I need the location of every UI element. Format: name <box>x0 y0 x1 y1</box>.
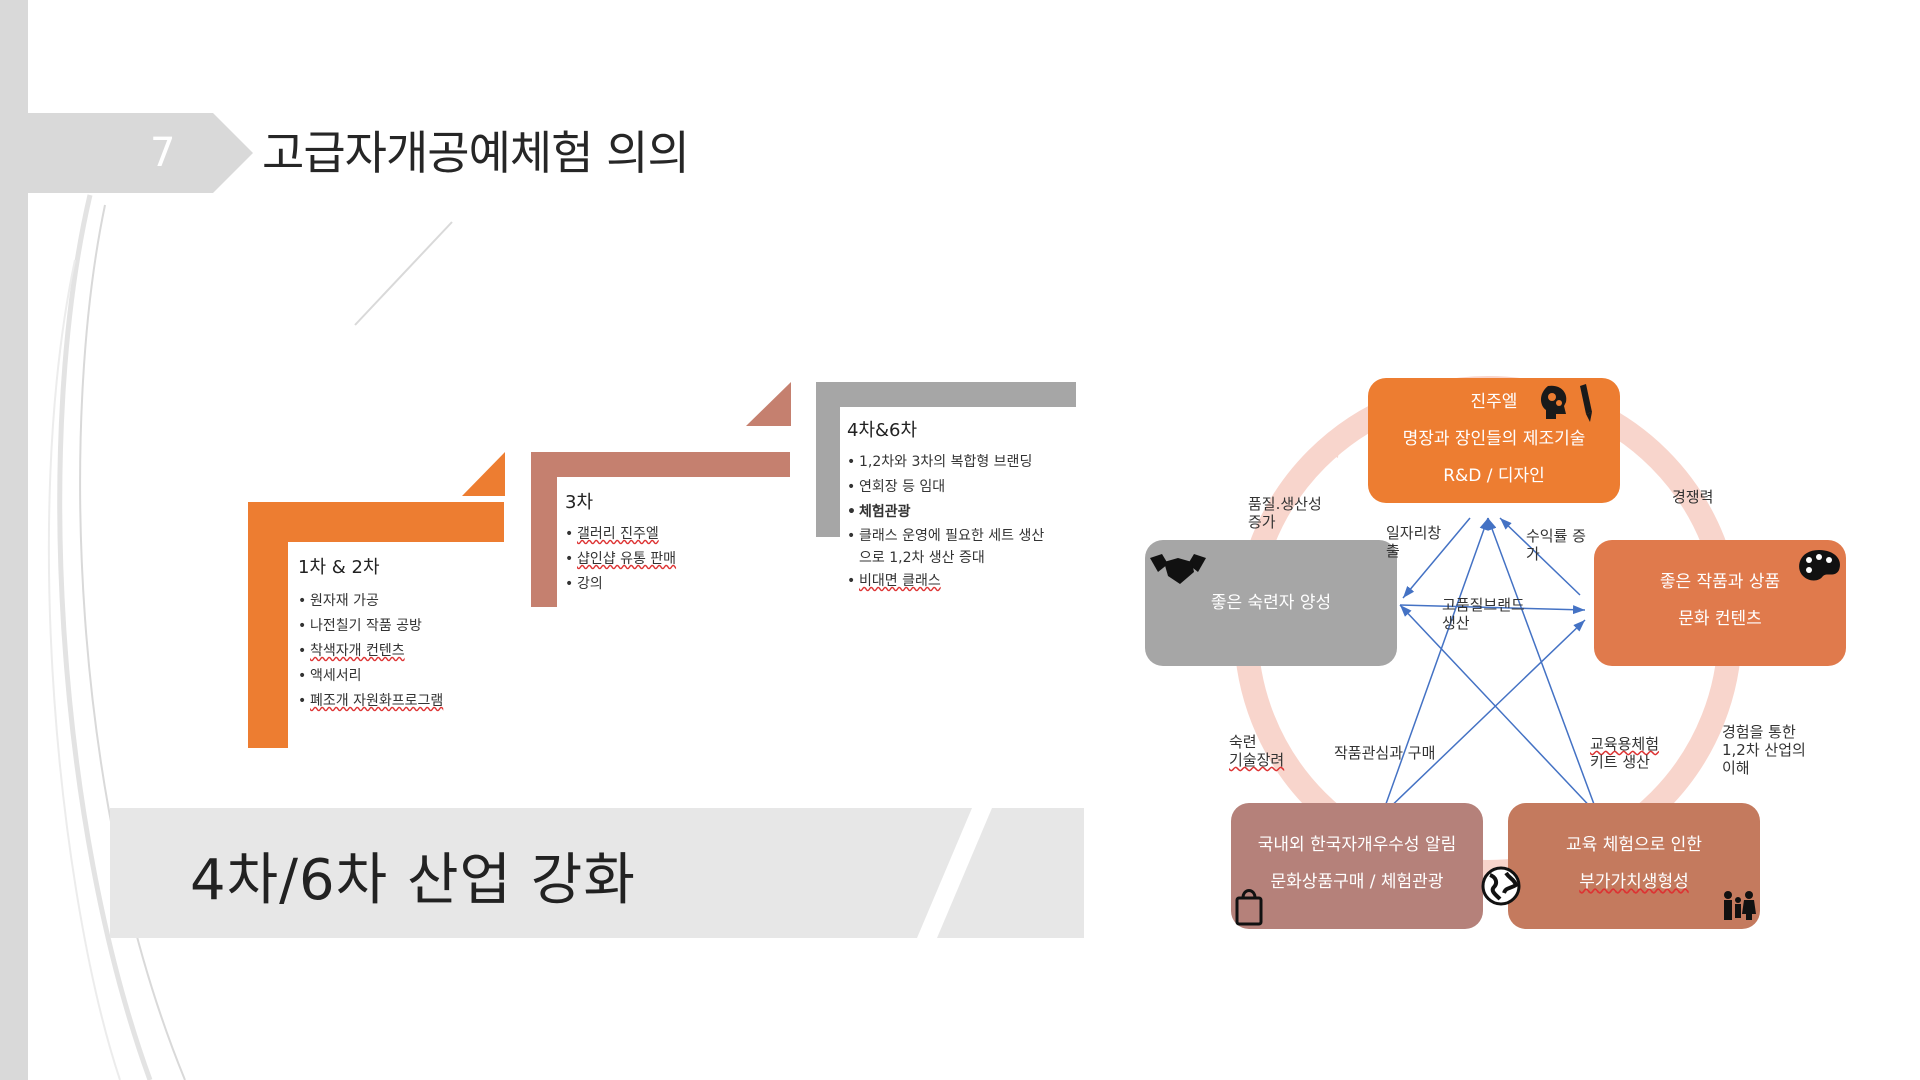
head-gears-icon <box>1541 385 1567 419</box>
step-2-item: 샵인샵 유통 판매 <box>565 547 765 572</box>
step-2-title: 3차 <box>565 492 594 513</box>
node-pearl-el-line1: 명장과 장인들의 제조기술 <box>1402 429 1586 449</box>
label-brand: 고품질브랜드 생산 <box>1442 596 1525 632</box>
label-kit-line: 교육용체험 <box>1590 735 1660 753</box>
node-education-value-line2: 부가가치생형성 <box>1579 872 1689 892</box>
left-accent-bar <box>0 0 28 1080</box>
handshake-icon <box>1150 554 1206 584</box>
step-3-item: 비대면 클래스 <box>847 569 1087 594</box>
label-interest-line: 작품관심과 구매 <box>1334 744 1436 762</box>
palette-icon <box>1799 550 1841 581</box>
page-number-tag <box>28 113 253 193</box>
label-experience: 경험을 통한 1,2차 산업의 이해 <box>1722 723 1806 777</box>
label-jobs: 일자리창 출 <box>1386 524 1441 560</box>
node-promotion-line2: 문화상품구매 / 체험관광 <box>1270 872 1444 892</box>
step-1-title: 1차 & 2차 <box>298 557 380 578</box>
label-profit-line: 가 <box>1526 545 1540 563</box>
step-2-block: 3차 갤러리 진주엘 샵인샵 유통 판매 강의 <box>565 488 765 597</box>
page-number: 7 <box>150 130 176 176</box>
label-profit-line: 수익률 증 <box>1526 527 1586 545</box>
step-3-item-line: 클래스 운영에 필요한 세트 생산 <box>859 528 1045 544</box>
step-3-item: 연회장 등 임대 <box>847 475 1087 500</box>
banner-title: 4차/6차 산업 강화 <box>190 848 636 913</box>
node-education-value: 교육 체험으로 인한 부가가치생형성 <box>1508 803 1760 929</box>
node-skilled-workers-line1: 좋은 숙련자 양성 <box>1210 593 1332 613</box>
node-good-works-line1: 좋은 작품과 상품 <box>1659 572 1781 592</box>
label-skilled-line: 숙련 <box>1229 733 1257 751</box>
step-2-item: 강의 <box>565 572 765 597</box>
step-3-title: 4차&6차 <box>847 420 918 441</box>
node-promotion: 국내외 한국자개우수성 알림 문화상품구매 / 체험관광 <box>1231 803 1483 929</box>
node-good-works-line2: 문화 컨텐츠 <box>1678 609 1762 629</box>
step-3-item: 1,2차와 3차의 복합형 브랜딩 <box>847 450 1087 475</box>
label-skilled: 숙련 기술장려 <box>1229 733 1284 769</box>
node-pearl-el: 진주엘 명장과 장인들의 제조기술 R&D / 디자인 <box>1368 378 1620 503</box>
step-1-item: 착색자개 컨텐츠 <box>298 639 498 664</box>
label-quality: 품질.생산성 증가 <box>1248 495 1322 531</box>
step-3-block: 4차&6차 1,2차와 3차의 복합형 브랜딩 연회장 등 임대 체험관광 클래… <box>847 416 1087 594</box>
node-education-value-line1: 교육 체험으로 인한 <box>1566 835 1702 855</box>
family-icon <box>1724 891 1756 920</box>
label-jobs-line: 일자리창 <box>1386 524 1442 542</box>
label-quality-line: 품질.생산성 <box>1248 495 1322 513</box>
globe-icon <box>1481 866 1521 906</box>
step-2-item: 갤러리 진주엘 <box>565 522 765 547</box>
label-jobs-line: 출 <box>1386 542 1400 560</box>
label-competitiveness: 경쟁력 <box>1672 488 1713 506</box>
step-1-item: 나전칠기 작품 공방 <box>298 614 498 639</box>
label-competitiveness-line: 경쟁력 <box>1672 488 1714 506</box>
label-brand-line: 생산 <box>1442 614 1470 632</box>
label-kit: 교육용체험 키트 생산 <box>1590 735 1659 771</box>
label-kit-line: 키트 생산 <box>1590 753 1650 771</box>
slide-title: 고급자개공예체험 의의 <box>262 126 690 180</box>
node-pearl-el-title: 진주엘 <box>1470 392 1518 412</box>
step-1-item: 원자재 가공 <box>298 589 498 614</box>
step-1-block: 1차 & 2차 원자재 가공 나전칠기 작품 공방 착색자개 컨텐츠 액세서리 … <box>298 553 498 714</box>
label-experience-line: 이해 <box>1722 759 1750 777</box>
label-interest: 작품관심과 구매 <box>1334 744 1435 762</box>
step-3-item: 체험관광 <box>847 500 1087 525</box>
label-skilled-line: 기술장려 <box>1229 751 1285 769</box>
node-pearl-el-line2: R&D / 디자인 <box>1443 466 1545 486</box>
label-experience-line: 1,2차 산업의 <box>1722 741 1806 759</box>
step-1-item: 폐조개 자원화프로그램 <box>298 689 498 714</box>
step-3-item-line: 으로 1,2차 생산 증대 <box>859 550 985 566</box>
label-brand-line: 고품질브랜드 <box>1442 596 1525 614</box>
shopping-bag-icon <box>1235 889 1263 926</box>
step-1-item: 액세서리 <box>298 664 498 689</box>
label-profit: 수익률 증 가 <box>1526 527 1586 563</box>
node-promotion-line1: 국내외 한국자개우수성 알림 <box>1257 835 1457 855</box>
pencil-icon <box>1580 384 1592 422</box>
label-quality-line: 증가 <box>1248 513 1276 531</box>
label-experience-line: 경험을 통한 <box>1722 723 1796 741</box>
